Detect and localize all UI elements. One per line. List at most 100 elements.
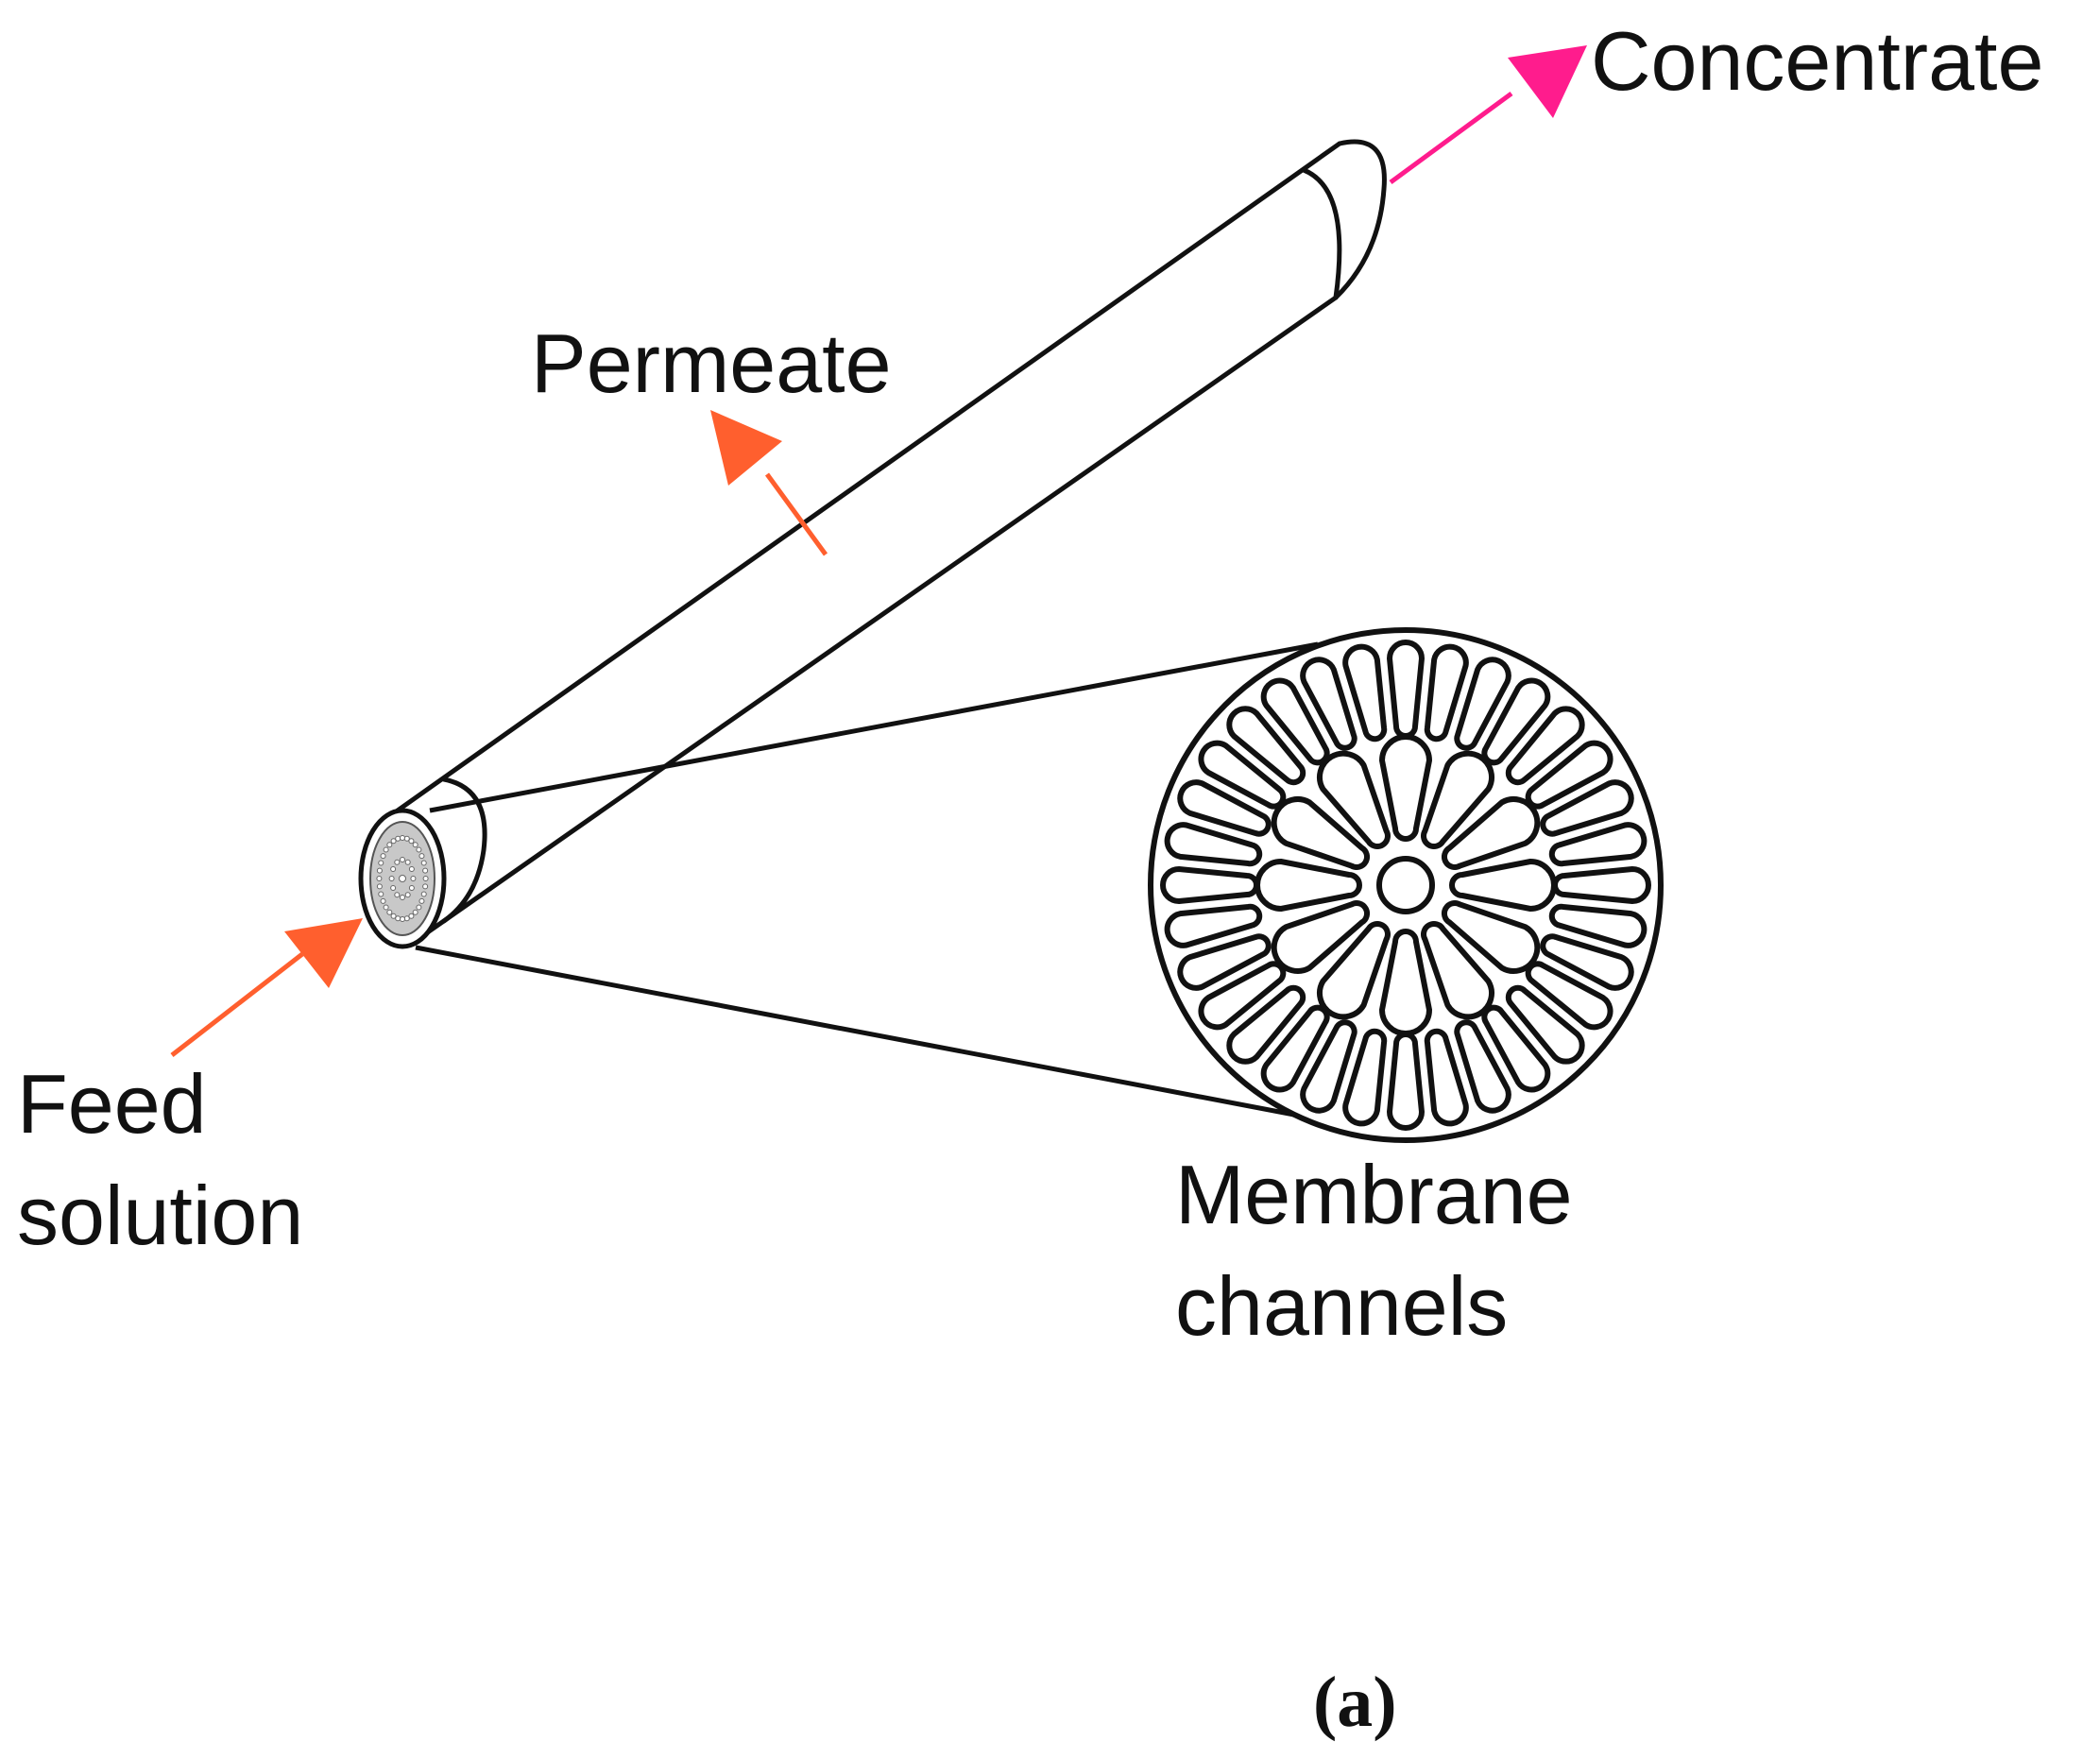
mini-channel [378,860,384,866]
outer-channel [1387,640,1425,739]
mini-channel [416,846,422,853]
outer-channel [1160,866,1259,904]
outer-channel [1164,822,1263,867]
mini-channel [383,904,389,911]
projection-line-bottom [415,945,1295,1118]
outer-channel [1177,779,1272,837]
membrane-label-line1: Membrane [1175,1148,1573,1241]
tube-end-mini-channels [376,834,429,923]
outer-channel [1260,1004,1330,1093]
mini-channel [378,891,384,897]
outer-channel [1552,866,1651,904]
inner-channel [1442,900,1541,974]
outer-channel [1481,677,1551,766]
outer-channel [1505,706,1585,786]
inner-channel [1271,796,1370,870]
outer-channel [1300,657,1357,751]
mini-channel [408,838,415,845]
projection-lines [415,641,1319,1118]
inner-channel [1449,859,1557,912]
mini-channel [412,842,418,848]
inner-channel [1379,734,1432,842]
mini-channel [422,867,429,874]
outer-ring-channels [1160,640,1651,1131]
mini-channel [390,884,397,891]
concentrate-arrow [1389,45,1587,185]
tube-bottom-edge [407,295,1339,947]
outer-channel [1226,706,1306,786]
mini-channel [400,916,405,923]
mini-channel [380,897,386,904]
mini-channel [404,859,411,865]
outer-channel [1505,984,1585,1065]
inner-channel [1379,929,1432,1036]
outer-channel [1525,961,1613,1031]
mini-channel [400,857,405,863]
feed-arrow [170,918,363,1057]
mini-channel [376,867,383,874]
mini-channel [416,904,422,911]
mini-channel [390,866,397,873]
mini-channel [420,860,427,866]
mini-channel [408,913,415,919]
outer-channel [1300,1019,1357,1114]
central-channel [1376,856,1435,914]
mini-channel [395,835,401,842]
mini-channel [410,876,417,881]
mini-channel [418,897,425,904]
feed-label-line2: solution [17,1169,304,1262]
tube-end-cross-section [358,808,447,949]
mini-channel [383,846,389,853]
mini-channel [395,915,401,922]
tube-far-end-seam [1301,167,1342,300]
outer-channel [1454,1019,1511,1114]
mini-channel [403,835,410,842]
mini-channel [390,913,397,919]
mini-channel [400,894,405,900]
outer-channel [1177,933,1272,991]
outer-channel [1342,643,1388,742]
mini-channel [376,876,383,881]
permeate-arrowhead [710,410,782,486]
concentrate-arrowhead [1508,45,1587,118]
mini-channel [408,884,415,891]
mini-channel [386,909,393,915]
outer-channel [1226,984,1306,1065]
feed-solution-label: Feed solution [17,1049,303,1272]
inner-channel [1271,900,1370,974]
membrane-tube [392,139,1387,947]
permeate-label: Permeate [531,316,892,410]
mini-channel [420,891,427,897]
inner-channel [1421,750,1494,850]
mini-channel [403,915,410,922]
tube-top-edge [392,141,1342,815]
outer-channel [1454,657,1511,751]
mini-channel [394,859,401,865]
inner-channel [1317,920,1391,1020]
membrane-channels-label: Membrane channels [1175,1139,1573,1362]
mini-channel [418,853,425,860]
inner-channel [1442,796,1541,870]
outer-channel [1387,1032,1425,1131]
membrane-cross-section [1148,627,1664,1143]
mini-channel [422,883,429,890]
feed-arrowhead [284,918,363,988]
inner-channel [1421,920,1494,1020]
inner-channel [1255,859,1362,912]
permeate-arrow [710,410,828,556]
mini-channel [394,892,401,898]
feed-label-line1: Feed [17,1057,207,1151]
outer-channel [1164,903,1263,948]
inner-ring-channels [1255,734,1557,1036]
outer-channel [1540,779,1634,837]
mini-channel [400,834,405,841]
inner-channel [1317,750,1391,850]
outer-channel [1342,1029,1388,1127]
tube-far-end-cap [1333,139,1387,300]
outer-channel [1548,903,1648,948]
mini-channel [376,883,383,890]
mini-channel [408,866,415,873]
mini-channel [422,876,429,881]
outer-channel [1424,643,1469,742]
